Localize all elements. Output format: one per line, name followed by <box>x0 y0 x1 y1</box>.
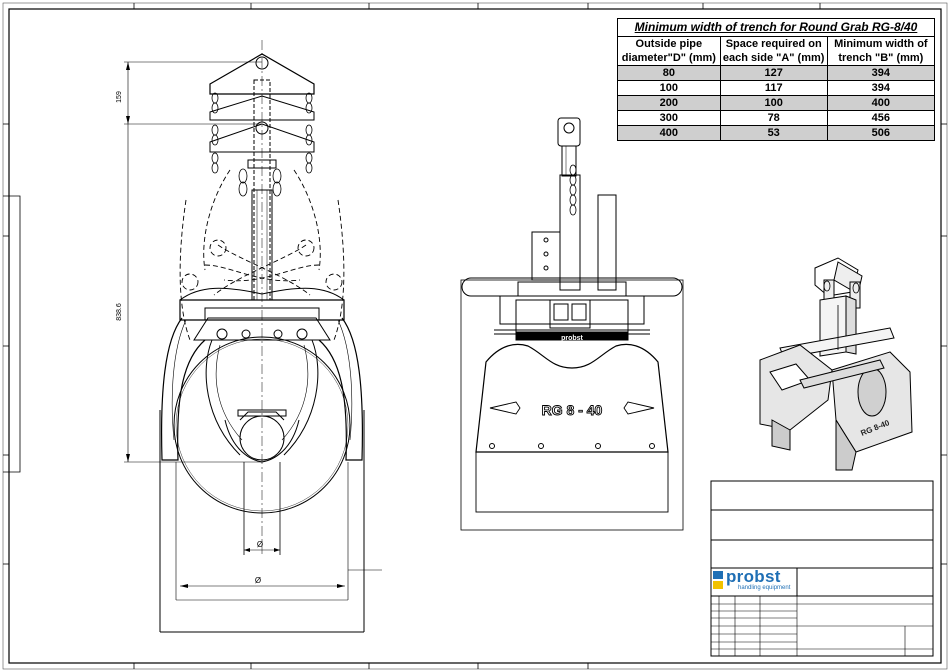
table-row: 400 53 506 <box>618 126 935 141</box>
header-outside-diameter: Outside pipe diameter"D" (mm) <box>618 37 721 66</box>
logo-mark-icon <box>713 571 723 589</box>
side-view <box>461 118 683 530</box>
cell-diameter: 300 <box>618 111 721 126</box>
isometric-view <box>760 258 912 470</box>
cell-width: 394 <box>827 81 934 96</box>
trench-width-table: Minimum width of trench for Round Grab R… <box>617 18 935 141</box>
dim-trench-width: Ø <box>255 576 261 585</box>
table-row: 300 78 456 <box>618 111 935 126</box>
front-view <box>124 40 382 632</box>
front-plate-label: RG 8 - 40 <box>542 402 603 418</box>
cell-diameter: 80 <box>618 66 721 81</box>
cell-space: 100 <box>720 96 827 111</box>
logo-brand-text: probst <box>726 567 781 587</box>
cell-diameter: 100 <box>618 81 721 96</box>
cell-width: 394 <box>827 66 934 81</box>
cell-width: 506 <box>827 126 934 141</box>
side-brand-label: probst <box>561 335 583 342</box>
trench-table-header-row: Outside pipe diameter"D" (mm) Space requ… <box>618 37 935 66</box>
cell-space: 53 <box>720 126 827 141</box>
cell-space: 127 <box>720 66 827 81</box>
cell-space: 78 <box>720 111 827 126</box>
probst-logo: probst handling equipment <box>713 570 797 592</box>
logo-tagline: handling equipment <box>738 585 790 591</box>
table-row: 80 127 394 <box>618 66 935 81</box>
header-min-trench-width: Minimum width of trench "B" (mm) <box>827 37 934 66</box>
table-row: 200 100 400 <box>618 96 935 111</box>
header-space-required: Space required on each side "A" (mm) <box>720 37 827 66</box>
cell-width: 400 <box>827 96 934 111</box>
dim-total-height: 838.6 <box>116 303 123 321</box>
dim-pipe-diameter: Ø <box>257 540 263 549</box>
cell-diameter: 400 <box>618 126 721 141</box>
dim-top-height: 159 <box>116 91 123 103</box>
cell-diameter: 200 <box>618 96 721 111</box>
cell-space: 117 <box>720 81 827 96</box>
cell-width: 456 <box>827 111 934 126</box>
trench-table-title: Minimum width of trench for Round Grab R… <box>617 18 935 36</box>
table-row: 100 117 394 <box>618 81 935 96</box>
